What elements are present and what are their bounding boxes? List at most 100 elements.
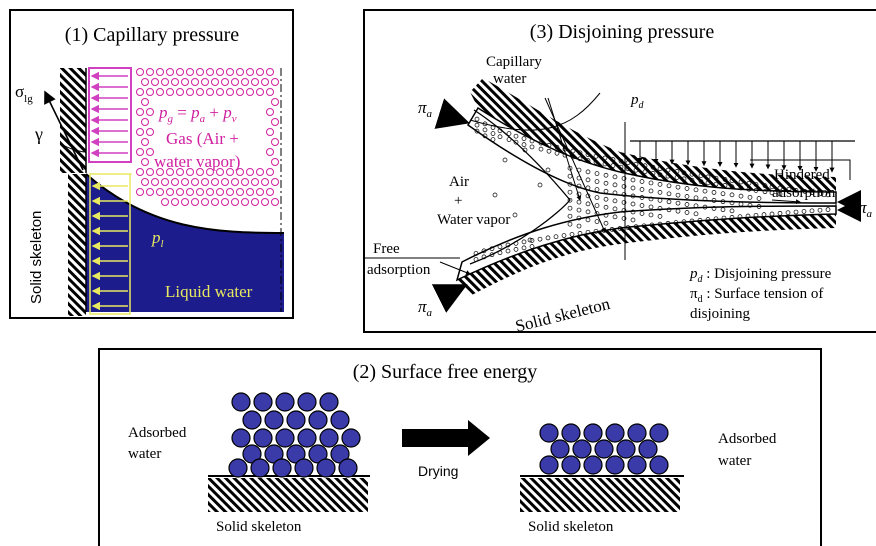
free-adsorption-line2: adsorption [367,262,431,278]
molecule [594,219,600,224]
gas-bubble [236,168,244,176]
molecule [554,144,560,150]
panel-surface-free-energy: (2) Surface free energy Adsorbed water D… [98,348,822,546]
molecule [684,202,690,207]
panel3-title: (3) Disjoining pressure [530,21,715,43]
gas-bubble [176,68,184,76]
molecule [506,131,512,136]
molecule [722,177,728,182]
liquid-water-region [86,174,284,312]
gas-bubble [196,68,204,76]
molecule-left [319,428,339,448]
molecule [585,217,591,223]
gas-bubble [196,168,204,176]
molecule [711,206,717,211]
gas-bubble [266,108,274,116]
air-line2: + [454,193,462,209]
gas-bubble [161,198,169,206]
molecule [609,227,615,232]
gas-bubble [151,78,159,86]
molecule-right [561,423,581,443]
molecule [633,167,639,173]
gas-bubble [271,98,279,106]
molecule [689,171,695,177]
pi-label-right: πa [858,198,873,220]
molecule [490,137,496,142]
gas-bubble [211,78,219,86]
molecule [567,205,573,211]
molecule [594,211,600,216]
molecule [756,204,762,209]
gas-bubble [151,178,159,186]
gas-bubble [266,188,274,196]
molecule [621,216,627,221]
gas-bubble [181,178,189,186]
molecule [648,204,654,210]
molecule [809,190,815,196]
molecule [745,213,751,219]
legend-disjoining: disjoining [690,306,751,322]
gas-bubble [166,68,174,76]
molecule [705,180,711,186]
molecule-right [649,455,669,475]
liquid-pressure-label: pl [151,228,164,250]
molecule [713,181,719,187]
gas-bubble [166,188,174,196]
gas-bubble [136,128,144,136]
gas-bubble [141,118,149,126]
molecule [693,195,699,201]
gas-bubble [266,148,274,156]
molecule [490,131,496,136]
molecule [505,248,511,254]
molecule [576,215,582,221]
molecule [621,176,627,181]
molecule [711,198,717,203]
molecule [585,229,591,235]
molecule [567,165,573,171]
gas-bubble [226,188,234,196]
molecule-left [297,392,317,412]
gas-bubble [146,68,154,76]
molecule [753,182,759,187]
gas-bubble [241,178,249,186]
molecule [603,172,609,178]
gas-bubble [256,168,264,176]
molecule [630,177,636,183]
solid-skeleton-label-right: Solid skeleton [528,519,614,535]
molecule-right [605,455,625,475]
molecule [521,142,527,147]
gas-bubble [166,168,174,176]
gas-bubble [266,88,274,96]
molecule-left [294,458,314,478]
gas-bubble [141,78,149,86]
gas-bubble [261,78,269,86]
molecule [693,187,699,193]
molecule [577,156,583,162]
molecule [567,173,573,179]
molecule [825,207,831,212]
molecule [777,191,783,197]
gas-bubble [166,88,174,96]
gas-label-line1: Gas (Air + [166,129,239,148]
free-adsorption-line1: Free [373,241,400,257]
molecule [756,196,762,201]
gas-bubble [216,88,224,96]
molecule-left [338,458,358,478]
molecule-right [627,455,647,475]
air-line3: Water vapor [437,212,510,228]
gas-bubble [231,78,239,86]
molecule [529,244,535,249]
panel2-frame [98,348,822,546]
gas-bubble [246,88,254,96]
gas-bubble [161,178,169,186]
air-line1: Air [449,174,469,190]
molecule [612,214,618,220]
gas-bubbles [136,68,279,206]
molecule [722,183,728,188]
gas-bubble [206,68,214,76]
molecule [665,173,671,179]
molecule [684,210,690,215]
gas-bubble [136,168,144,176]
molecule [630,209,636,215]
gas-bubble [256,88,264,96]
